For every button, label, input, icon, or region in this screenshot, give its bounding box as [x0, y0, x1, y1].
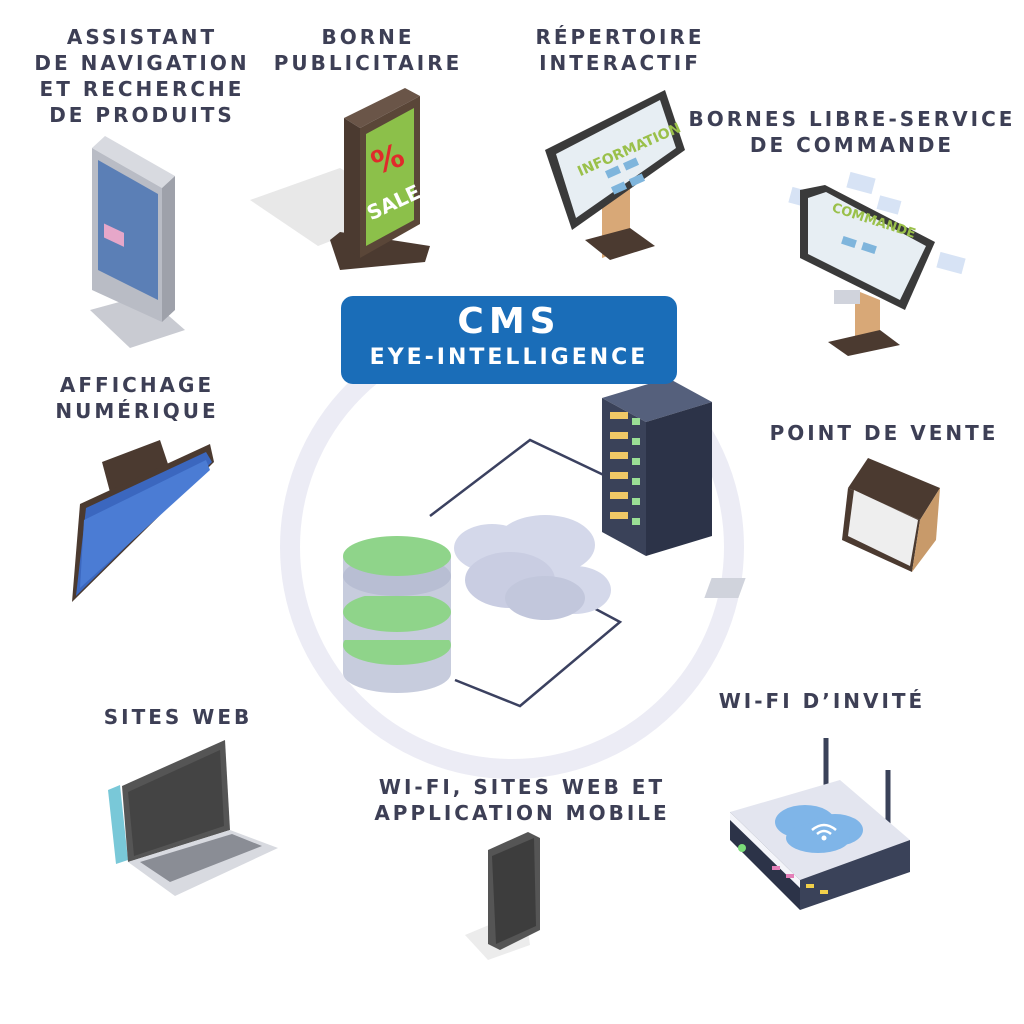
node-line: POINT DE VENTE	[769, 421, 999, 445]
router-icon	[730, 738, 910, 910]
server-rack-icon	[602, 378, 712, 556]
laptop-icon	[108, 740, 278, 896]
node-line: ASSISTANT	[66, 25, 218, 49]
cloud-icon	[454, 515, 611, 620]
node-line: BORNE	[321, 25, 415, 49]
hub-subtitle: EYE-INTELLIGENCE	[369, 345, 649, 370]
node-label-bornes-commande: BORNES LIBRE-SERVICE DE COMMANDE	[680, 106, 1024, 158]
node-label-pos: POINT DE VENTE	[758, 420, 1010, 446]
smartphone-icon	[465, 832, 540, 960]
node-line: DE COMMANDE	[749, 133, 955, 157]
node-line: BORNES LIBRE-SERVICE	[688, 107, 1016, 131]
node-label-sites: SITES WEB	[88, 704, 268, 730]
node-line: INTERACTIF	[539, 51, 701, 75]
node-line: DE NAVIGATION	[34, 51, 250, 75]
hub-title: CMS	[457, 301, 561, 342]
display-screen-icon	[72, 440, 214, 602]
ad-kiosk-icon: % SALE	[250, 88, 430, 270]
database-icon	[343, 536, 451, 693]
node-line: APPLICATION MOBILE	[374, 801, 670, 825]
node-line: SITES WEB	[103, 705, 253, 729]
cms-hub-badge: CMS EYE-INTELLIGENCE	[341, 296, 677, 384]
node-line: ET RECHERCHE	[39, 77, 245, 101]
node-line: WI-FI D’INVITÉ	[718, 689, 926, 713]
node-label-nav: ASSISTANT DE NAVIGATION ET RECHERCHE DE …	[22, 24, 262, 128]
node-line: AFFICHAGE	[59, 373, 215, 397]
node-label-wifi-guest: WI-FI D’INVITÉ	[708, 688, 936, 714]
node-label-affichage: AFFICHAGE NUMÉRIQUE	[32, 372, 242, 424]
node-line: NUMÉRIQUE	[55, 399, 219, 423]
node-label-wifi-mobile: WI-FI, SITES WEB ET APPLICATION MOBILE	[362, 774, 682, 826]
node-label-repertoire: RÉPERTOIRE INTERACTIF	[520, 24, 720, 76]
pos-terminal-icon	[704, 458, 940, 598]
node-line: RÉPERTOIRE	[535, 25, 705, 49]
order-kiosk-icon: COMMANDE	[788, 171, 966, 356]
node-line: WI-FI, SITES WEB ET	[378, 775, 666, 799]
node-label-borne-pub: BORNE PUBLICITAIRE	[268, 24, 468, 76]
kiosk-icon	[90, 136, 185, 348]
node-line: DE PRODUITS	[49, 103, 235, 127]
node-line: PUBLICITAIRE	[273, 51, 463, 75]
directory-kiosk-icon: INFORMATION	[545, 90, 685, 260]
